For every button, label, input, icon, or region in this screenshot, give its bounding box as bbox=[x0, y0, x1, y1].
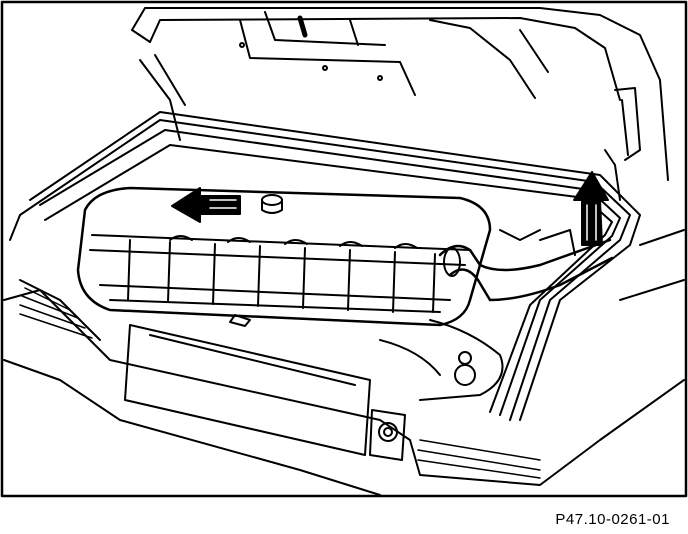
license-plate-recess bbox=[124, 324, 371, 456]
trunk-lock bbox=[369, 409, 406, 461]
removal-arrow-up bbox=[573, 171, 609, 246]
rear-body-panel bbox=[3, 229, 685, 496]
trunk-opening-rim bbox=[9, 111, 641, 421]
lid-strut bbox=[604, 87, 641, 201]
trunk-floor bbox=[229, 229, 576, 401]
filler-neck-hose bbox=[438, 238, 614, 302]
trunk-lid bbox=[131, 7, 669, 181]
fuel-tank bbox=[76, 186, 492, 327]
figure-reference-code: P47.10-0261-01 bbox=[555, 511, 670, 528]
figure-frame bbox=[0, 0, 688, 498]
removal-arrow-left bbox=[171, 187, 241, 223]
